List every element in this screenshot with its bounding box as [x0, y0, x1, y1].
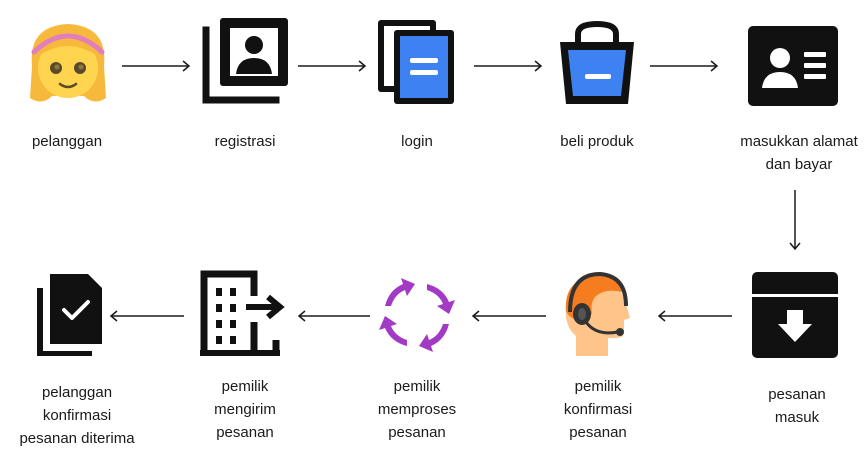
flow-arrow: [109, 310, 184, 322]
inbox-download-icon: [752, 272, 838, 358]
flow-arrow: [650, 60, 719, 72]
flow-arrow: [471, 310, 546, 322]
step-label: pemilik konfirmasi pesanan: [563, 378, 633, 441]
flow-arrow: [297, 310, 370, 322]
flow-arrow: [657, 310, 732, 322]
shopping-bag-icon: [560, 20, 634, 104]
flow-arrow: [474, 60, 543, 72]
step-label: pemilik memproses pesanan: [377, 378, 457, 441]
step-label: beli produk: [560, 133, 634, 150]
id-card-icon: [748, 26, 838, 106]
building-export-icon: [200, 270, 285, 356]
process-cycle-icon: [379, 278, 455, 352]
document-stack-icon: [378, 20, 454, 104]
contact-card-icon: [202, 18, 288, 104]
step-label: login: [401, 133, 433, 150]
flow-arrow-down: [789, 190, 801, 251]
flow-arrow: [298, 60, 367, 72]
step-label: pemilik mengirim pesanan: [214, 378, 276, 441]
flow-arrow: [122, 60, 191, 72]
step-label: pelanggan: [31, 133, 103, 150]
girl-face-icon: [30, 24, 106, 102]
step-label: pesanan masuk: [768, 386, 826, 426]
step-label: registrasi: [214, 133, 276, 150]
step-label: masukkan alamat dan bayar: [740, 133, 858, 173]
step-label: pelanggan konfirmasi pesanan diterima: [19, 384, 135, 447]
headset-agent-icon: [565, 271, 630, 356]
document-check-icon: [37, 274, 102, 356]
